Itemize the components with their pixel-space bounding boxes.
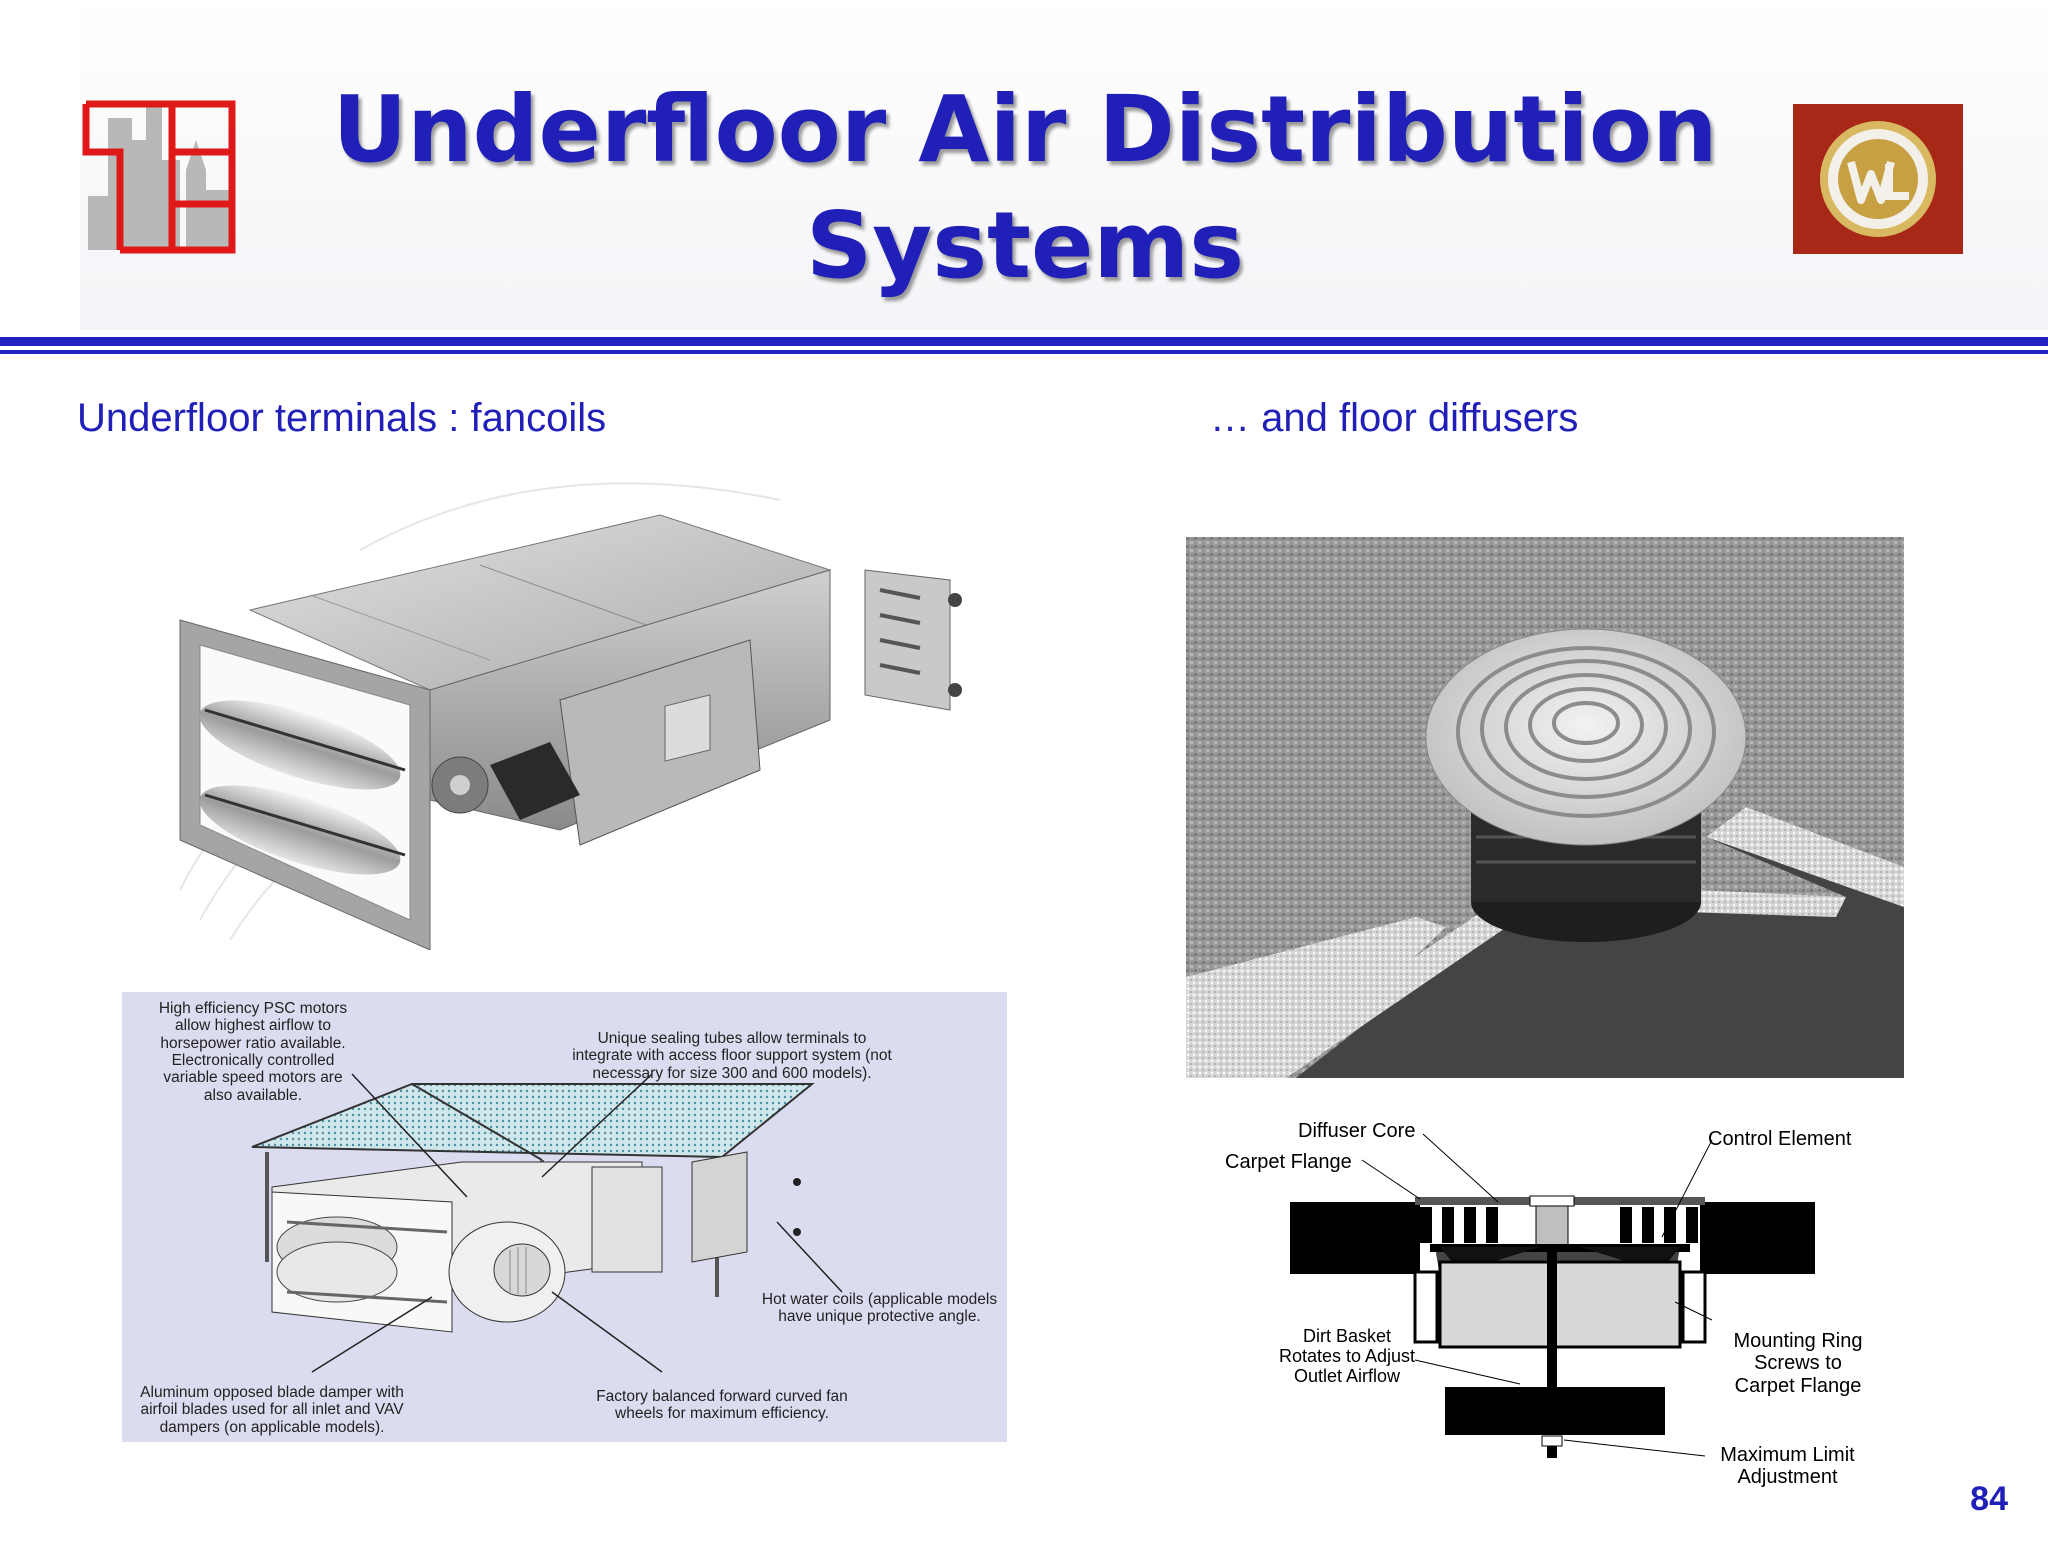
title-line-1: Underfloor Air Distribution	[332, 76, 1718, 183]
label-carpet-flange: Carpet Flange	[1225, 1151, 1352, 1173]
label-dirt-basket: Dirt Basket Rotates to Adjust Outlet Air…	[1278, 1326, 1416, 1387]
header-rule-thin	[0, 350, 2048, 354]
skyline-logo	[82, 100, 236, 254]
fancoil-diagram: High efficiency PSC motors allow highest…	[122, 992, 1007, 1442]
label-diffuser-core: Diffuser Core	[1298, 1120, 1416, 1142]
caption-motors: High efficiency PSC motors allow highest…	[158, 1000, 348, 1104]
label-maximum-limit: Maximum Limit Adjustment	[1720, 1444, 1855, 1489]
left-heading: Underfloor terminals : fancoils	[77, 396, 607, 440]
floor-diffuser-photo	[1186, 537, 1904, 1078]
caption-sealing-tubes: Unique sealing tubes allow terminals to …	[572, 1030, 892, 1082]
slide-title: Underfloor Air Distribution Systems	[300, 72, 1750, 304]
caption-damper: Aluminum opposed blade damper with airfo…	[140, 1384, 404, 1436]
header-band	[80, 0, 2048, 330]
fancoil-diagram-drawing	[251, 1073, 843, 1373]
caption-hot-water-coils: Hot water coils (applicable models have …	[761, 1291, 998, 1326]
right-heading: … and floor diffusers	[1210, 396, 1579, 440]
header-rule-thick	[0, 337, 2048, 346]
caption-fan-wheels: Factory balanced forward curved fan whee…	[596, 1388, 848, 1423]
page-number: 84	[1970, 1480, 2008, 1518]
badge-logo	[1793, 104, 1963, 254]
diffuser-section-diagram	[1290, 1133, 1815, 1458]
label-control-element: Control Element	[1708, 1128, 1852, 1150]
title-line-2: Systems	[806, 192, 1244, 299]
fancoil-photo	[179, 482, 962, 950]
label-mounting-ring: Mounting Ring Screws to Carpet Flange	[1733, 1330, 1863, 1397]
